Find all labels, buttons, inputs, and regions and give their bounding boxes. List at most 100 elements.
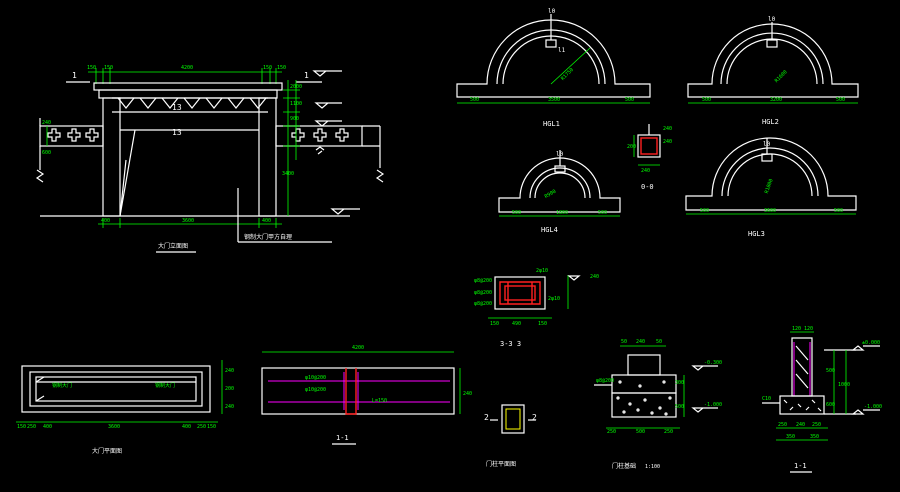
- dim-label: 2φ10: [536, 268, 548, 274]
- post-mark: [345, 368, 357, 415]
- dim-label: 4200: [352, 345, 364, 351]
- pillar-stub: [627, 354, 661, 376]
- gravel-dot: [638, 384, 642, 388]
- section-title: 1-1: [794, 462, 807, 470]
- dim-label: 250: [812, 422, 821, 428]
- footing: [779, 395, 825, 415]
- dim-label: 400: [43, 424, 52, 430]
- dim-label: 250: [778, 422, 787, 428]
- left-wall: [39, 125, 104, 147]
- dim-label: 1800: [556, 210, 568, 216]
- dim-label: 240: [641, 168, 650, 174]
- frieze-lines: [112, 97, 268, 113]
- gate-elevation: 150 150 4200 150 150 1 1 13 13: [35, 65, 385, 253]
- hatch: [35, 376, 45, 402]
- pillar-outline: [501, 404, 525, 434]
- pillar-plan-title: 门柱平面图: [486, 460, 516, 468]
- dim-label: 1100: [290, 101, 302, 107]
- dim-label: 50: [656, 339, 662, 345]
- dim-label: 150: [17, 424, 26, 430]
- dim-label: 240: [42, 120, 51, 126]
- arch-outer: [687, 23, 859, 98]
- dim-label: 200: [627, 144, 636, 150]
- right-wall: [275, 125, 363, 147]
- arch-inner2: [726, 38, 818, 85]
- plan-label-right: 钢制大门: [155, 382, 175, 389]
- label: -1.000: [864, 404, 882, 410]
- arch-keystone: [766, 39, 778, 48]
- level-mark: [691, 407, 718, 413]
- detail-title: 3-3 3: [500, 340, 521, 348]
- dim-label: 240: [463, 391, 472, 397]
- section-mark-right: 1: [304, 71, 309, 80]
- footing-base: [611, 392, 677, 418]
- section-mark: 2: [484, 413, 489, 422]
- detail-0-0: 200 240 240 240 0-0: [627, 124, 672, 191]
- weld-mark: [315, 146, 325, 155]
- elevation-title: 大门立面图: [158, 242, 188, 250]
- dim-label: 3600: [764, 208, 776, 214]
- dim-label: 400: [182, 424, 191, 430]
- arch-top-label: l0: [768, 16, 776, 23]
- label: -0.300: [704, 360, 722, 366]
- gate-plan: 钢制大门 钢制大门 150 250 400 3600 400 250 150 2…: [16, 360, 234, 455]
- dim-label: 2φ10: [548, 296, 560, 302]
- dim-label: 240: [225, 368, 234, 374]
- cross-ornament: [67, 128, 81, 142]
- label: φ8@200: [596, 378, 614, 384]
- dim-label: 500: [702, 97, 711, 103]
- gate-slope2: [119, 159, 127, 217]
- plan-title: 大门平面图: [92, 447, 122, 455]
- dim-label: 1000: [838, 382, 850, 388]
- dim-label: 500: [512, 210, 521, 216]
- arch-title: HGL3: [748, 230, 765, 238]
- cross-ornament: [47, 128, 61, 142]
- arch-inner: [529, 167, 591, 199]
- cross-ornament: [313, 128, 327, 142]
- gravel-dot: [662, 380, 666, 384]
- section-1-1-beam: 4200 φ10@200 φ10@200 L=150 240 1-1: [261, 345, 472, 445]
- dim-label: 240: [225, 404, 234, 410]
- detail-title: 0-0: [641, 183, 654, 191]
- arch-keystone: [554, 165, 566, 173]
- gravel-dot: [658, 406, 662, 410]
- level-mark: [851, 409, 880, 415]
- plan-inner2: [35, 376, 197, 402]
- callout-text: 钢制大门甲方自理: [244, 233, 292, 241]
- level-mark: [330, 208, 360, 215]
- note: φ10@200: [305, 387, 326, 393]
- dim-label: 240: [663, 139, 672, 145]
- dim-label: 500: [675, 404, 684, 410]
- dim-label: 500: [470, 97, 479, 103]
- dim-label: 900: [290, 116, 299, 122]
- arch-inner2: [502, 35, 600, 85]
- section-1-1-foundation: 120 120 C10 ±0.000 -1.000 500 600 1000 2…: [762, 326, 882, 473]
- dim-label: 3200: [770, 97, 782, 103]
- dim-label: 250: [27, 424, 36, 430]
- dim-label: 350: [786, 434, 795, 440]
- dim-label: 150: [538, 321, 547, 327]
- dim-label: 500: [598, 210, 607, 216]
- dim-label: 3600: [182, 218, 194, 224]
- section-mark-left: 1: [72, 71, 77, 80]
- level-mark: [314, 120, 342, 127]
- dim-label: 400: [262, 218, 271, 224]
- dim-label: 250: [607, 429, 616, 435]
- foundation-scale: 1:100: [645, 464, 660, 470]
- arch-inner: [720, 32, 824, 85]
- dim-label: 600: [42, 150, 51, 156]
- dim-label: 3600: [108, 424, 120, 430]
- dim-label: 200: [225, 386, 234, 392]
- detail-3-3: 150 490 150 φ8@200 φ8@200 φ8@200 2φ10 2φ…: [474, 268, 599, 348]
- arch-top-label: l0: [548, 8, 556, 15]
- arch-outer: [456, 19, 651, 98]
- arch-top-label2: l1: [558, 47, 566, 54]
- dim-label: 240: [796, 422, 805, 428]
- cross-ornament: [85, 128, 99, 142]
- dim-label: 250: [664, 429, 673, 435]
- dim-label: 150: [490, 321, 499, 327]
- gravel-dot: [618, 380, 622, 384]
- dim-label: 150: [277, 65, 286, 71]
- section-mark: 2: [532, 413, 537, 422]
